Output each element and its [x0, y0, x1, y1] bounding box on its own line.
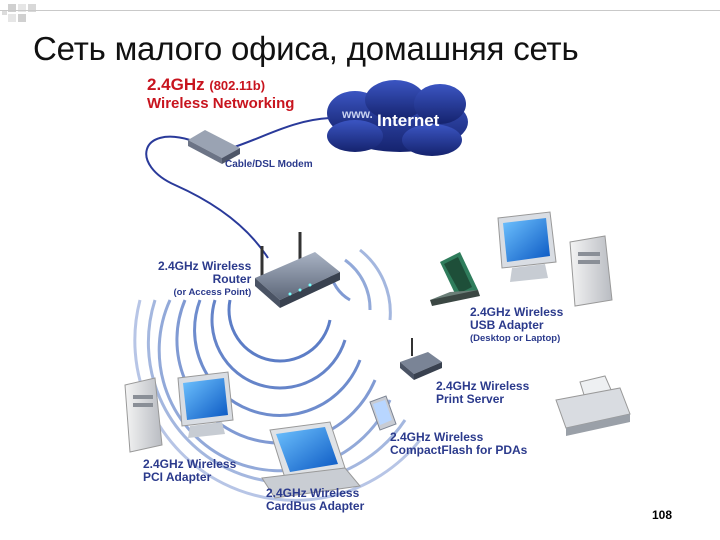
usb-label-line2: USB Adapter — [470, 318, 544, 332]
cardbus-adapter-label: 2.4GHz Wireless CardBus Adapter — [266, 487, 364, 513]
router-label: 2.4GHz Wireless Router (or Access Point) — [158, 260, 251, 299]
printer-icon — [555, 375, 631, 436]
pci-label-line1: 2.4GHz Wireless — [143, 457, 237, 471]
print-label-line1: 2.4GHz Wireless — [436, 379, 530, 393]
modem-icon — [188, 130, 240, 164]
pci-monitor-icon — [177, 371, 234, 438]
internet-www-text: www. — [342, 107, 373, 121]
pci-tower-icon — [124, 377, 163, 453]
router-label-line2: Router — [212, 272, 252, 286]
router-icon — [255, 232, 340, 308]
modem-label: Cable/DSL Modem — [225, 159, 313, 170]
print-label-line2: Print Server — [436, 392, 505, 406]
diagram-heading-line2: Wireless Networking — [147, 95, 295, 112]
desktop-monitor-icon — [497, 211, 557, 282]
router-label-line3: (or Access Point) — [173, 287, 252, 298]
usb-adapter-label: 2.4GHz Wireless USB Adapter (Desktop or … — [470, 306, 563, 345]
page-number: 108 — [652, 508, 673, 522]
cable-modem-internet — [224, 117, 331, 151]
cardbus-label-line1: 2.4GHz Wireless — [266, 486, 360, 500]
cable-modem-router — [145, 135, 269, 259]
print-server-icon — [400, 338, 442, 380]
corner-decoration — [2, 4, 36, 22]
diagram-heading-line1: 2.4GHz (802.11b) — [147, 75, 265, 95]
cf-label-line2: CompactFlash for PDAs — [390, 443, 528, 457]
pci-label-line2: PCI Adapter — [143, 470, 212, 484]
internet-label: Internet — [377, 111, 440, 130]
diagram-heading-standard: (802.11b) — [209, 78, 266, 93]
router-label-line1: 2.4GHz Wireless — [158, 259, 252, 273]
desktop-tower-icon — [569, 235, 613, 307]
cf-label-line1: 2.4GHz Wireless — [390, 430, 484, 444]
cardbus-label-line2: CardBus Adapter — [266, 499, 365, 513]
slide-title: Сеть малого офиса, домашняя сеть — [33, 30, 579, 67]
title-rule — [0, 10, 720, 11]
compactflash-label: 2.4GHz Wireless CompactFlash for PDAs — [390, 431, 527, 457]
pci-adapter-label: 2.4GHz Wireless PCI Adapter — [143, 458, 236, 484]
laptop-icon — [261, 421, 361, 499]
pda-icon — [369, 395, 397, 431]
diagram-heading-freq: 2.4GHz — [147, 75, 205, 94]
internet-cloud-icon — [327, 80, 468, 156]
usb-label-line3: (Desktop or Laptop) — [470, 333, 561, 344]
usb-adapter-icon — [430, 252, 480, 306]
print-server-label: 2.4GHz Wireless Print Server — [436, 380, 529, 406]
wireless-waves — [133, 248, 422, 502]
usb-label-line1: 2.4GHz Wireless — [470, 305, 564, 319]
